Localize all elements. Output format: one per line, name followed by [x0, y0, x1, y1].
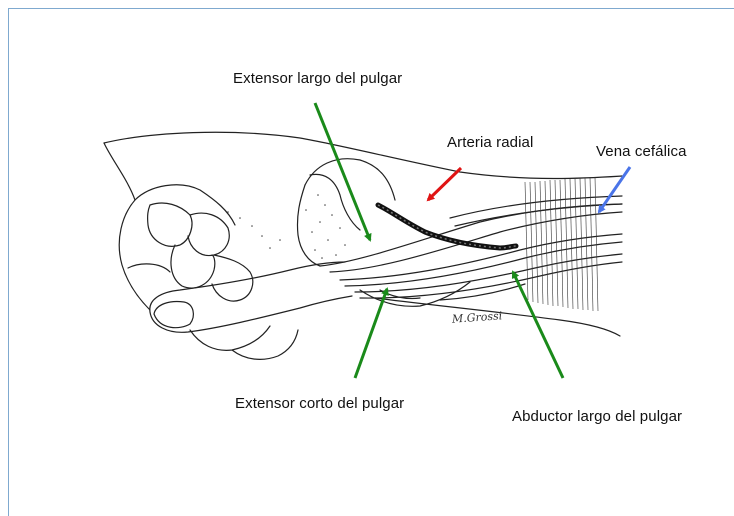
- label-arteria-radial: Arteria radial: [447, 134, 533, 151]
- thumbnail: [154, 302, 193, 328]
- arrow-extensor-corto: [355, 289, 387, 378]
- forearm-outline: [104, 132, 622, 178]
- arrow-arteria-radial: [428, 168, 461, 200]
- arrow-abductor-largo: [513, 272, 563, 378]
- radial-artery: [378, 205, 516, 248]
- label-abductor-largo-del-pulgar: Abductor largo del pulgar: [512, 408, 682, 425]
- tendon-epb: [340, 234, 622, 280]
- label-vena-cefalica: Vena cefálica: [596, 143, 687, 160]
- fist-outline: [104, 143, 150, 310]
- label-extensor-corto-del-pulgar: Extensor corto del pulgar: [235, 395, 404, 412]
- label-extensor-largo-del-pulgar: Extensor largo del pulgar: [233, 70, 402, 87]
- arrow-vena-cefalica: [599, 167, 630, 212]
- arrow-extensor-largo: [315, 103, 370, 240]
- stippling: [227, 194, 346, 259]
